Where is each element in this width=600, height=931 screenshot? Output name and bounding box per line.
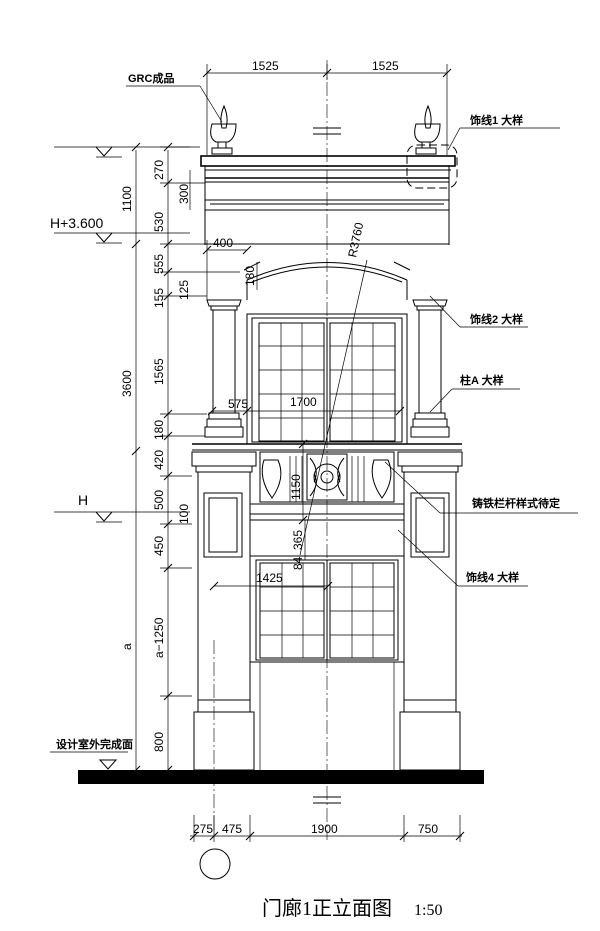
pier-right — [397, 451, 463, 771]
dim-84: 84 — [291, 556, 305, 570]
entablature — [200, 155, 456, 245]
level-base: H — [78, 492, 88, 508]
dim-top-left: 1525 — [252, 59, 279, 73]
drawing-scale: 1:50 — [414, 902, 442, 919]
ground-slab — [78, 770, 484, 784]
finial-left — [210, 104, 237, 155]
dim-275: 275 — [193, 822, 213, 836]
dim-450: 450 — [152, 536, 166, 556]
dim-475: 475 — [222, 822, 242, 836]
molding2-label: 饰线2 大样 — [470, 312, 523, 326]
dim-180: 180 — [152, 420, 166, 440]
dim-270: 270 — [152, 160, 166, 180]
dim-1900: 1900 — [311, 822, 338, 836]
dim-300: 300 — [177, 184, 191, 204]
ground-label: 设计室外完成面 — [56, 737, 133, 751]
dim-750: 750 — [418, 822, 438, 836]
level-markers — [54, 146, 190, 770]
dim-365: 365 — [291, 530, 305, 550]
dim-1565: 1565 — [152, 358, 166, 385]
dim-3600: 3600 — [120, 370, 134, 397]
lower-door — [249, 555, 405, 770]
column-left-upper — [204, 299, 244, 438]
columnA-label: 柱A 大样 — [460, 373, 504, 387]
bottom-dimensions — [189, 815, 465, 842]
dim-a: a — [120, 643, 134, 650]
top-dimensions: 1525 1525 — [202, 59, 452, 155]
dim-100: 100 — [177, 504, 191, 524]
railing-label: 铸铁栏杆样式待定 — [472, 496, 560, 510]
dim-420: 420 — [152, 450, 166, 470]
dim-530: 530 — [152, 212, 166, 232]
left-dim-chains — [131, 142, 240, 776]
dim-400: 400 — [213, 236, 233, 250]
pier-left — [191, 451, 257, 771]
molding1-callout — [406, 144, 458, 189]
dim-500: 500 — [152, 490, 166, 510]
dim-125: 125 — [177, 280, 191, 300]
dim-155: 155 — [152, 288, 166, 308]
level-upper: H+3.600 — [50, 215, 104, 231]
radius-label: R3760 — [345, 221, 366, 259]
dim-555: 555 — [152, 254, 166, 274]
dim-800: 800 — [152, 732, 166, 752]
molding4-label: 饰线4 大样 — [466, 570, 519, 584]
dim-180-inner: 180 — [243, 266, 257, 286]
balcony — [192, 443, 462, 521]
dim-1700: 1700 — [290, 395, 317, 409]
dim-a-1250: a−1250 — [152, 617, 166, 658]
dim-1100: 1100 — [120, 186, 134, 212]
dim-1425: 1425 — [256, 571, 283, 585]
dim-1150: 1150 — [289, 474, 303, 500]
dim-575: 575 — [228, 397, 248, 411]
finial-right — [414, 104, 441, 155]
drawing-title: 门廊1正立面图 — [262, 897, 392, 920]
grc-label: GRC成品 — [128, 71, 174, 85]
axis-bubble — [199, 848, 231, 880]
upper-window — [246, 313, 408, 445]
column-right-upper — [410, 299, 450, 438]
molding1-label: 饰线1 大样 — [470, 113, 523, 127]
dim-top-right: 1525 — [372, 59, 399, 73]
